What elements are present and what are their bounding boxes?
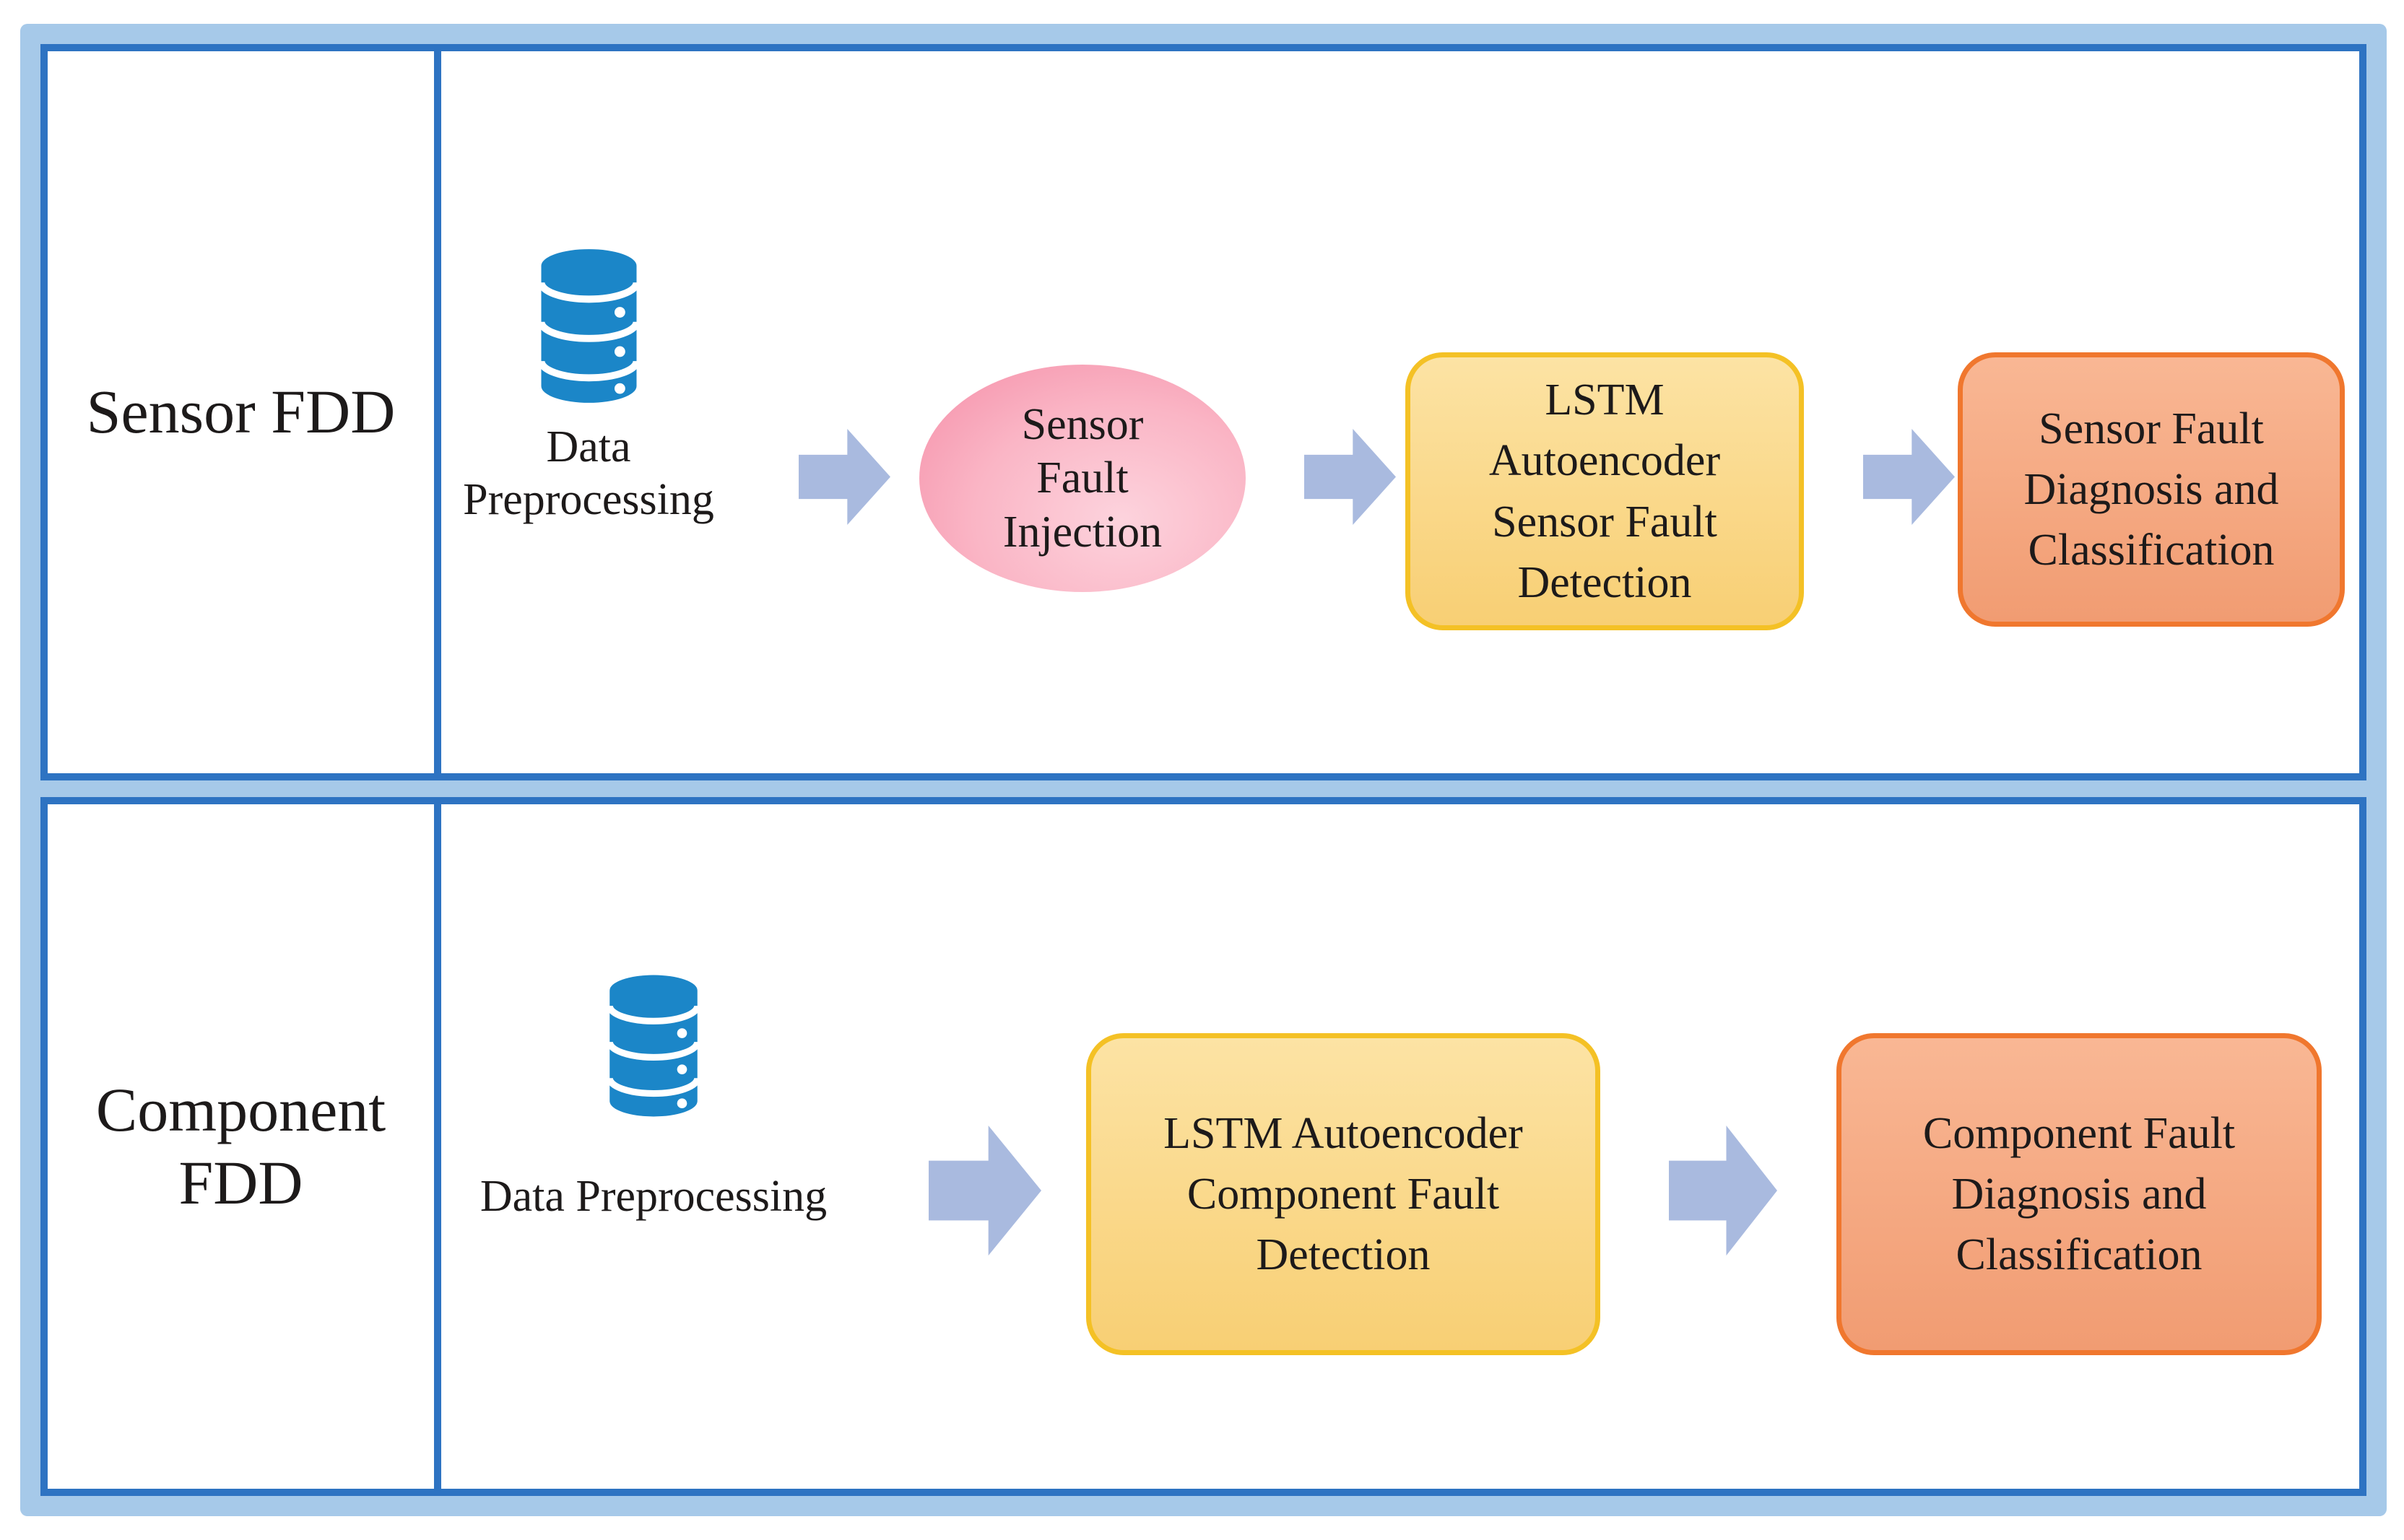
component-fault-diagnosis-step: Component Fault Diagnosis and Classifica…	[1836, 1033, 2322, 1355]
sensor-fault-detection-label: LSTM Autoencoder Sensor Fault Detection	[1488, 375, 1721, 607]
sensor-data-preprocessing-step: Data Preprocessing	[444, 245, 733, 526]
arrow-right-icon	[1304, 429, 1396, 525]
data-preprocessing-caption: Data Preprocessing	[463, 422, 714, 525]
arrow-right-icon	[799, 429, 890, 525]
sensor-fdd-row-label: Sensor FDD	[86, 377, 396, 447]
component-fault-detection-label: LSTM Autoencoder Component Fault Detecti…	[1163, 1108, 1523, 1280]
sensor-fdd-label-cell: Sensor FDD	[48, 51, 441, 773]
component-fault-diagnosis-label: Component Fault Diagnosis and Classifica…	[1922, 1108, 2236, 1280]
sensor-fault-diagnosis-label: Sensor Fault Diagnosis and Classificatio…	[2023, 404, 2279, 575]
sensor-fault-detection-step: LSTM Autoencoder Sensor Fault Detection	[1405, 352, 1804, 630]
component-fdd-row-label: Component FDD	[95, 1074, 386, 1217]
sensor-fault-injection-label: Sensor Fault Injection	[1002, 399, 1163, 557]
sensor-fault-diagnosis-step: Sensor Fault Diagnosis and Classificatio…	[1958, 352, 2345, 627]
component-fdd-row: Component FDD Data Preprocessing	[40, 797, 2366, 1496]
database-icon	[606, 975, 701, 1117]
database-icon	[537, 249, 640, 403]
component-fdd-content: Data Preprocessing LSTM Autoencoder Comp…	[441, 804, 2359, 1489]
component-data-preprocessing-step: Data Preprocessing	[451, 972, 856, 1223]
sensor-fdd-content: Data Preprocessing Sensor Fault Injectio…	[441, 51, 2359, 773]
sensor-fdd-row: Sensor FDD Data Preprocessing	[40, 44, 2366, 780]
component-fdd-label-cell: Component FDD	[48, 804, 441, 1489]
data-preprocessing-caption: Data Preprocessing	[480, 1172, 828, 1221]
arrow-right-icon	[1863, 429, 1955, 525]
arrow-right-icon	[929, 1126, 1041, 1256]
component-fault-detection-step: LSTM Autoencoder Component Fault Detecti…	[1086, 1033, 1600, 1355]
arrow-right-icon	[1669, 1126, 1777, 1256]
diagram-outer-frame: Sensor FDD Data Preprocessing	[20, 24, 2387, 1516]
sensor-fault-injection-step: Sensor Fault Injection	[919, 365, 1246, 592]
